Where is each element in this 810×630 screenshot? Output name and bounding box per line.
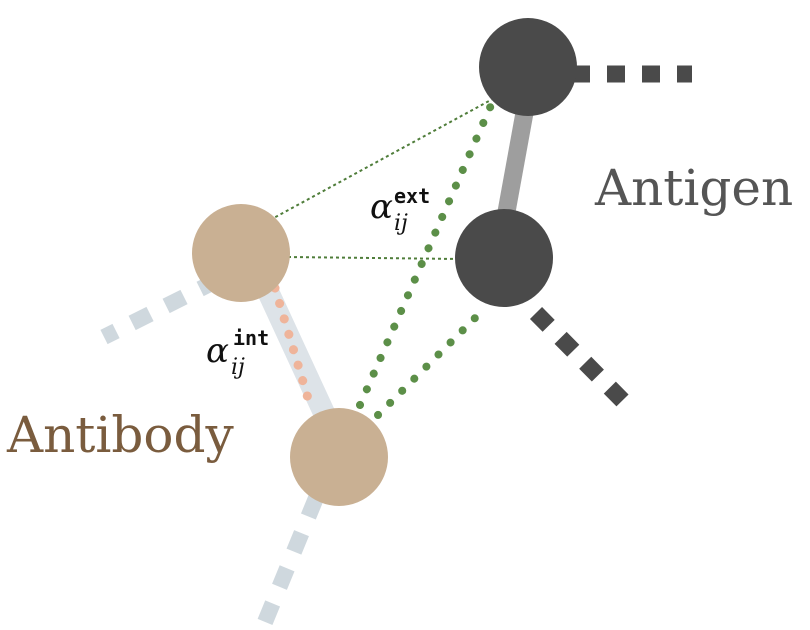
- antigen-bond: [496, 108, 534, 222]
- antibody-residue-top: [192, 204, 290, 302]
- alpha-ext-symbol: α: [370, 187, 393, 227]
- antigen-label: Antigen: [594, 159, 793, 217]
- antibody-label: Antibody: [6, 406, 235, 464]
- alpha-ext-superscript: ext: [394, 184, 430, 208]
- antibody-chain-dashes-left: [100, 272, 222, 345]
- antigen-residue-top: [479, 18, 577, 116]
- antigen-chain-dashes-lower: [529, 307, 633, 410]
- external-contact-dotted-long: [356, 99, 496, 409]
- antibody-chain-dashes-bottom: [257, 494, 324, 626]
- alpha-int-symbol: α: [206, 331, 229, 371]
- antibody-residue-bottom: [290, 408, 388, 506]
- antigen-residue-middle: [455, 209, 553, 307]
- alpha-int-subscript: ij: [231, 355, 245, 380]
- external-contact-thin-middle: [287, 256, 461, 260]
- internal-contact-dotted: [270, 283, 315, 410]
- external-contact-thin-top: [269, 94, 501, 221]
- alpha-ext-subscript: ij: [394, 211, 408, 236]
- alpha-int-superscript: int: [233, 326, 269, 350]
